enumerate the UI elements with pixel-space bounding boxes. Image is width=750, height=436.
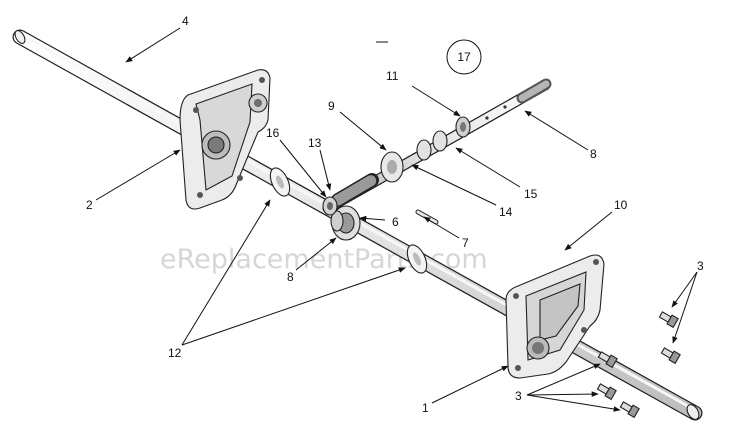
callout-6: 7	[462, 236, 469, 250]
callout-3-right: 3	[697, 259, 704, 273]
worm-threads	[322, 173, 379, 216]
callout-2: 2	[86, 198, 93, 212]
thrust-washers	[269, 167, 428, 274]
callout-14: 14	[499, 205, 513, 219]
callout-5: 6	[392, 215, 399, 229]
callout-4: 4	[182, 14, 189, 28]
diagram-reference-badge: 17	[446, 39, 482, 75]
diagram-reference-number: 17	[457, 50, 471, 64]
callout-10: 10	[614, 198, 628, 212]
callout-1: 1	[422, 401, 429, 415]
retaining-ring	[455, 116, 471, 138]
callout-16: 16	[266, 126, 280, 140]
bearing-collar	[380, 151, 404, 183]
spacer-sleeve	[416, 130, 448, 161]
key-pin	[415, 209, 439, 225]
callout-15: 15	[524, 187, 538, 201]
callout-8: 8	[590, 147, 597, 161]
callout-3-bottom: 3	[515, 389, 522, 403]
callout-11: 11	[386, 69, 399, 83]
worm-gear	[330, 205, 361, 241]
right-housing-half	[505, 254, 605, 379]
callout-7: 8	[287, 270, 294, 284]
leader-lines	[95, 27, 698, 412]
callout-12: 12	[168, 346, 182, 360]
left-housing-half	[179, 69, 271, 210]
callout-labels: 4 2 1 11 16 13 9 8 15 14 6 7 8 10 12 3 3	[86, 14, 704, 415]
callout-9: 9	[328, 99, 335, 113]
bolts	[596, 311, 681, 419]
callout-13: 13	[308, 136, 322, 150]
